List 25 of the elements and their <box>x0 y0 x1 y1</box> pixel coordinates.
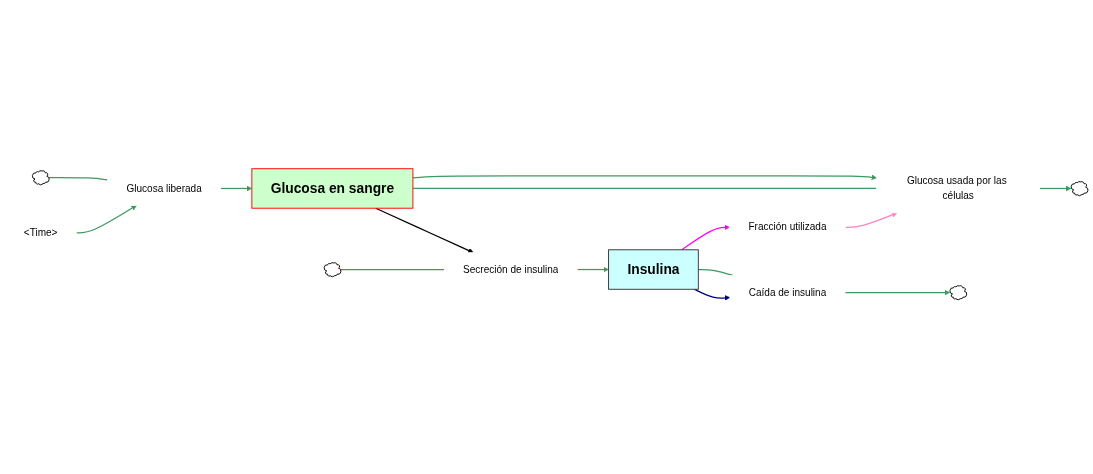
connector <box>340 269 445 271</box>
arrow <box>1039 185 1072 192</box>
node-text: Secreción de insulina <box>463 264 559 275</box>
node-text: Fracción utilizada <box>748 221 827 233</box>
node-text: Glucosa liberada <box>126 183 202 194</box>
arrow <box>844 290 951 296</box>
connector <box>48 177 109 181</box>
node-box: Insulina <box>608 249 699 290</box>
node-box: Glucosa en sangre <box>251 168 414 209</box>
node-cloud <box>949 285 968 301</box>
arrow <box>75 205 137 234</box>
arrow <box>576 267 609 273</box>
node-cloud <box>31 170 50 186</box>
node-text: Glucosa usada por las células <box>906 175 1007 202</box>
node-text: Caída de insulina <box>748 287 827 298</box>
connector <box>412 188 878 190</box>
arrow <box>681 224 730 251</box>
node-cloud <box>323 262 342 278</box>
node-cloud <box>1070 181 1089 197</box>
arrow <box>375 207 474 254</box>
arrow <box>412 174 877 181</box>
node-text: <Time> <box>23 227 58 239</box>
arrow <box>844 212 898 229</box>
arrow <box>693 288 731 301</box>
arrow <box>219 185 253 192</box>
